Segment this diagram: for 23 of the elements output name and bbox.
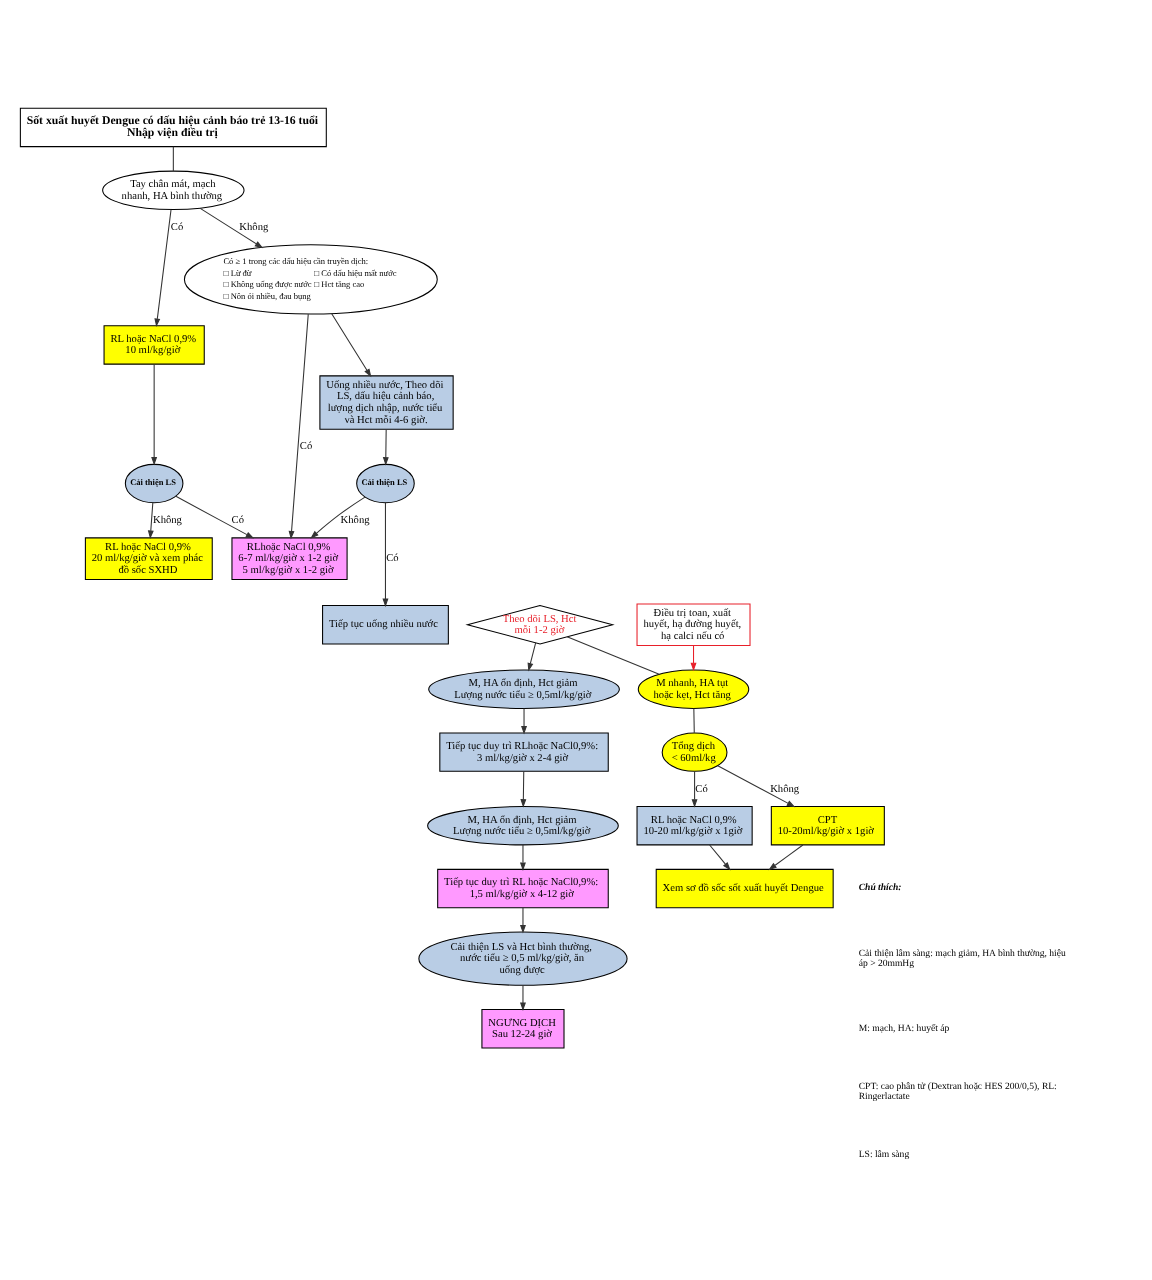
arrow: [691, 770, 698, 807]
arrow: [709, 843, 731, 870]
arrow: [717, 764, 796, 807]
arrow: [382, 501, 389, 607]
arrow: [521, 707, 528, 734]
arrow: [382, 427, 389, 465]
arrow: [151, 362, 158, 465]
arrow: [519, 906, 526, 933]
arrow: [520, 770, 527, 807]
connector: [693, 707, 695, 733]
arrow: [768, 843, 804, 870]
connector: [172, 145, 174, 171]
arrow: [519, 983, 526, 1010]
arrow: [331, 312, 372, 377]
arrow: [175, 494, 255, 538]
arrow: [199, 206, 264, 248]
arrow: [527, 641, 537, 671]
arrow: [519, 843, 526, 870]
connector: [566, 635, 660, 674]
arrow: [154, 208, 172, 327]
arrow: [310, 495, 366, 538]
arrow: [147, 501, 154, 539]
arrow: [288, 312, 309, 539]
